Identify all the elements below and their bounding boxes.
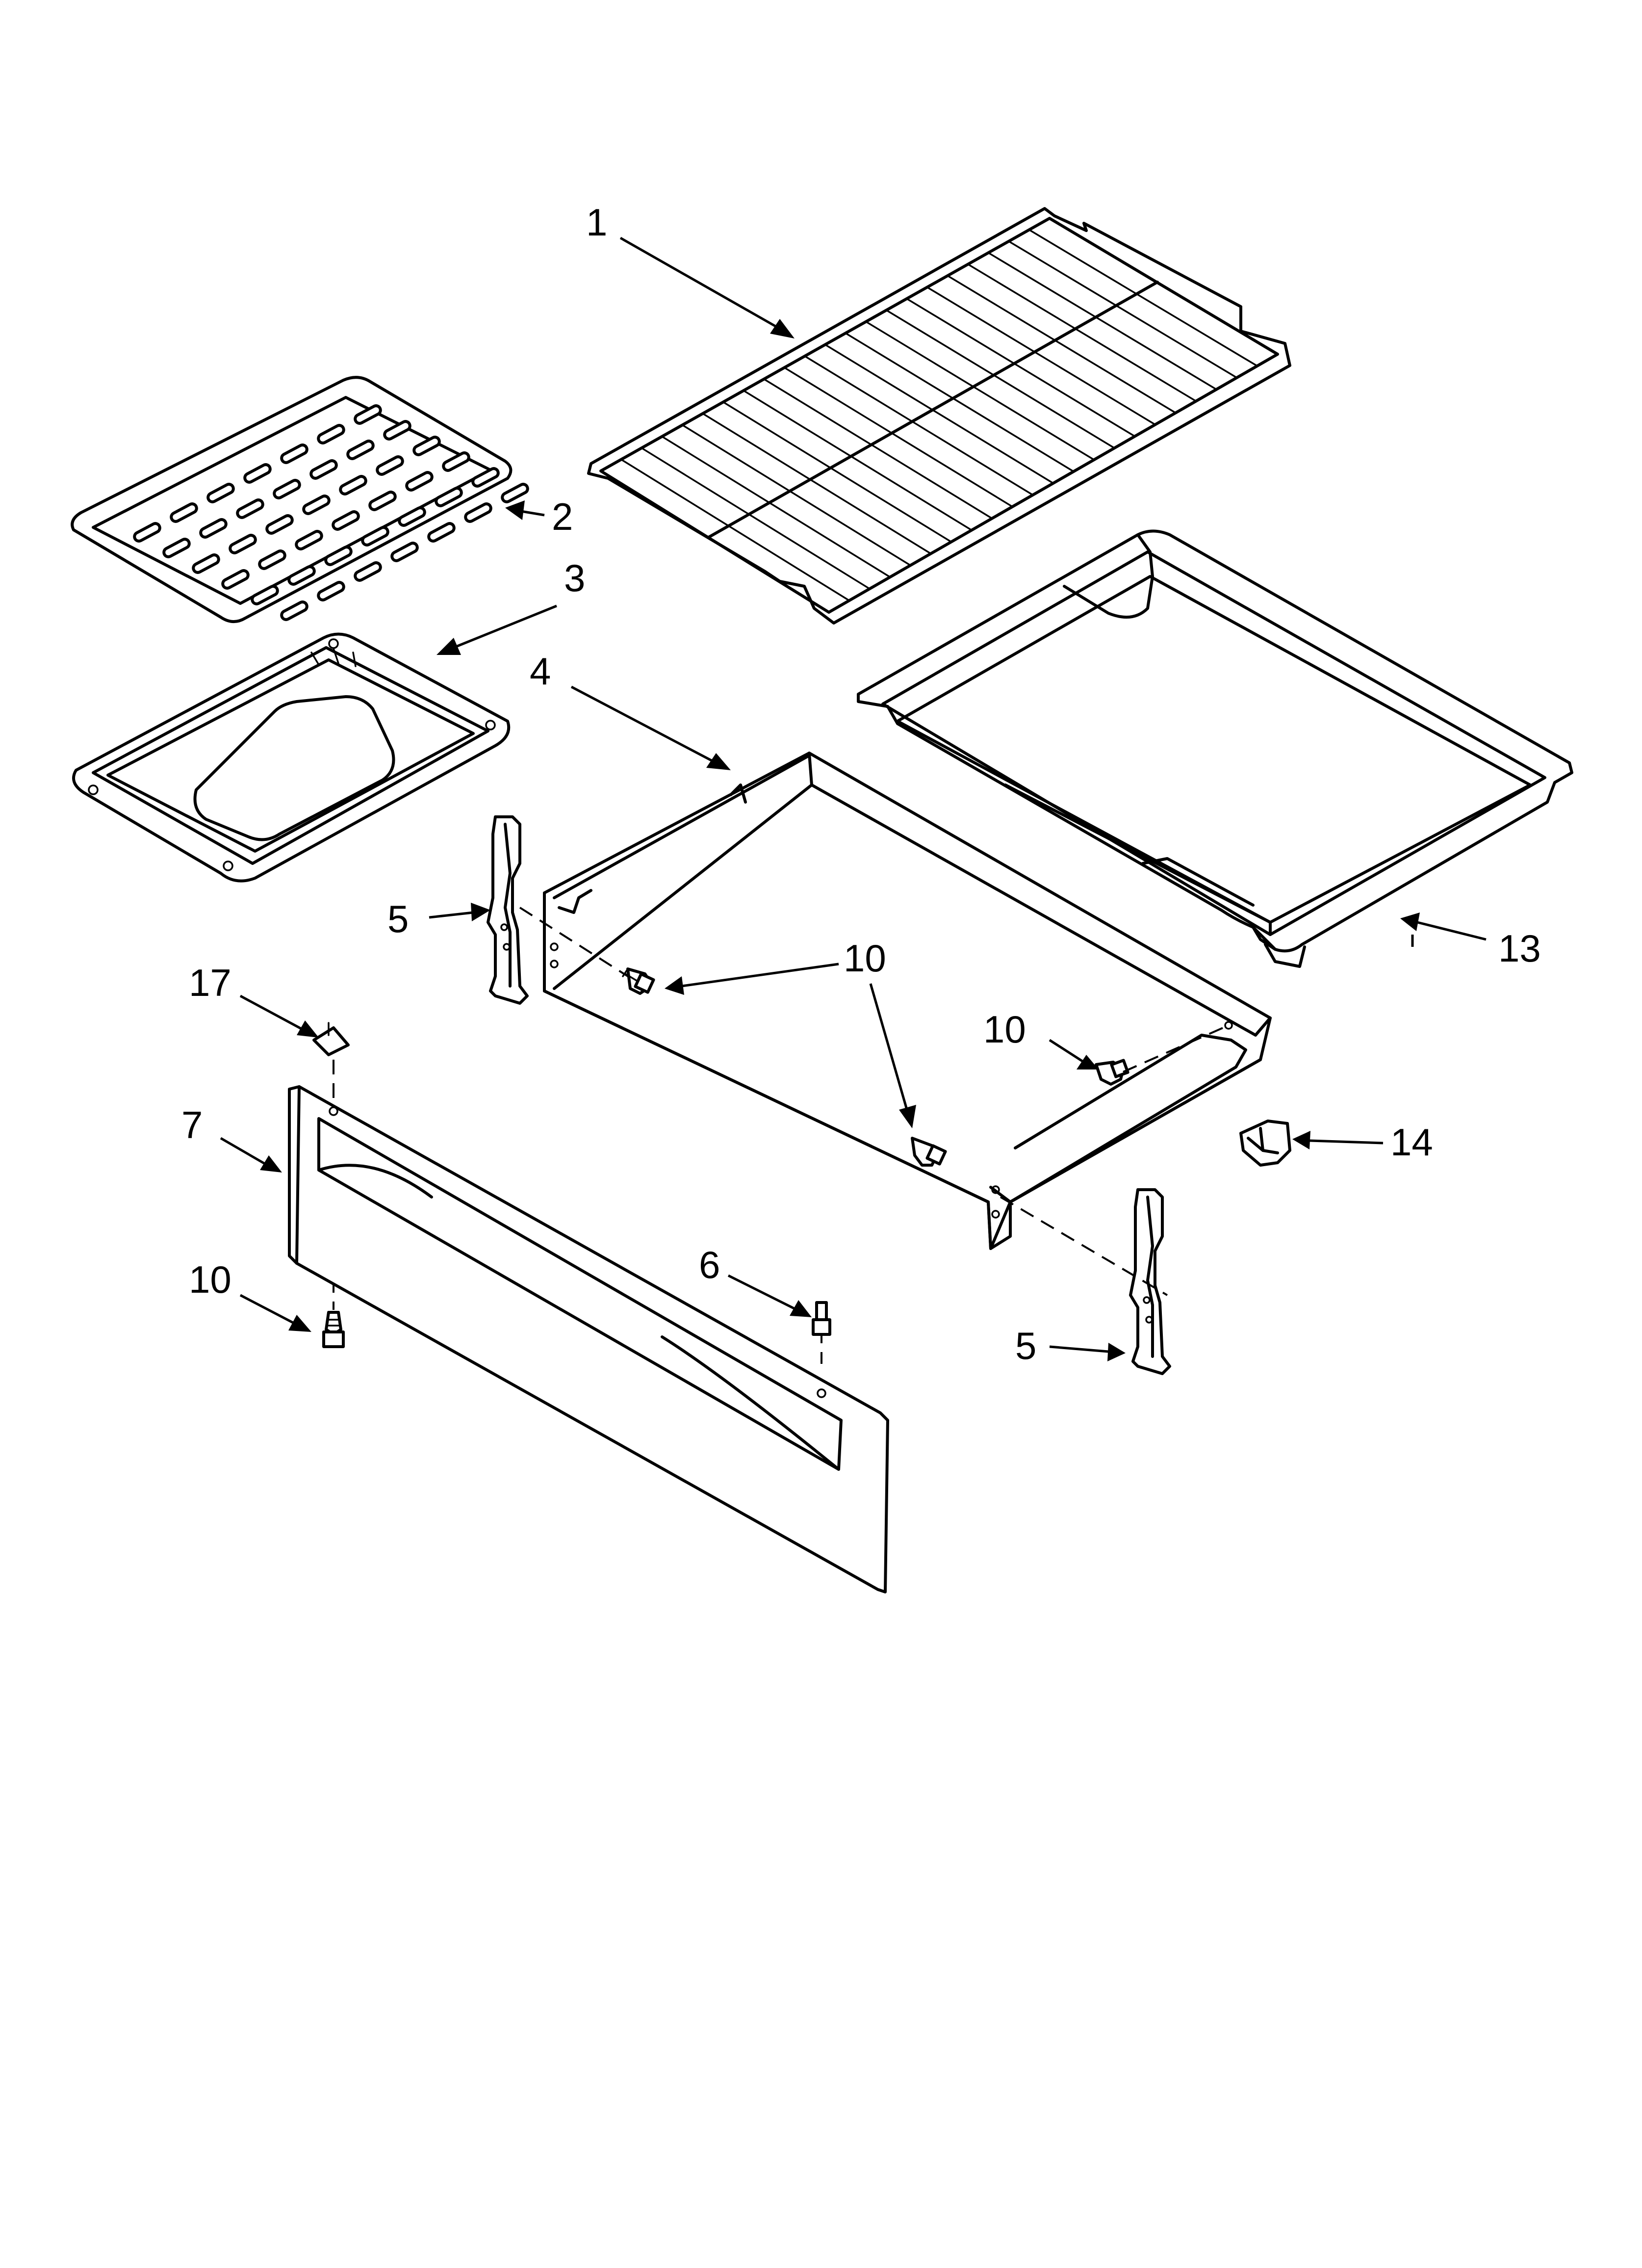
grid-slot	[383, 420, 411, 441]
grid-slot	[405, 471, 434, 492]
grid-slot	[302, 495, 331, 515]
grid-slot	[346, 440, 375, 460]
grid-slot	[229, 534, 257, 554]
grid-slot	[442, 451, 470, 472]
drawer-pan	[857, 529, 1573, 968]
rack-wire	[722, 401, 952, 543]
callout-10-bottom: 10	[189, 1258, 231, 1301]
assembly-line-left	[519, 907, 629, 977]
grid-slot	[435, 487, 463, 507]
grid-slot	[192, 553, 220, 574]
grid-slot	[464, 502, 492, 523]
screw-b	[911, 1137, 947, 1167]
rack-wire	[661, 436, 891, 578]
grid-slot	[390, 542, 419, 562]
callout-4: 4	[530, 650, 551, 693]
grid-slot	[376, 455, 404, 476]
rack-wire	[1008, 240, 1238, 379]
grid-slot	[265, 514, 294, 535]
drawer-front-panel	[288, 1085, 889, 1593]
grid-slot	[398, 506, 426, 527]
grid-slot	[280, 443, 308, 464]
rack-wire	[865, 320, 1095, 461]
grid-slot	[309, 459, 338, 480]
callout-14: 14	[1390, 1121, 1433, 1164]
drawer-slide-left	[487, 815, 529, 1005]
leader-lines	[220, 236, 1487, 1361]
grid-slot	[317, 581, 345, 601]
grid-slot	[317, 424, 345, 444]
grid-slot	[170, 502, 198, 523]
callout-5-left: 5	[387, 897, 409, 940]
rack-wire	[906, 298, 1136, 438]
rack-wire	[620, 458, 850, 601]
rack-wire	[783, 366, 1014, 508]
grid-slot	[324, 546, 353, 566]
callout-6: 6	[699, 1243, 720, 1286]
grid-slot	[354, 404, 382, 425]
rack-wire	[1028, 229, 1258, 367]
grid-slot	[236, 498, 264, 519]
grid-slot	[361, 526, 389, 547]
callout-17: 17	[189, 961, 231, 1004]
clip-nut	[312, 1022, 350, 1056]
rack-wire	[947, 275, 1177, 414]
callout-labels: 1 2 3 4 5 5 6 7 10 10 10 13 14 17	[181, 201, 1541, 1367]
rack-wire	[885, 309, 1116, 449]
grid-slot	[133, 522, 161, 543]
grid-slot	[287, 565, 316, 586]
rack-wire	[926, 286, 1156, 426]
rack-wire	[845, 332, 1075, 472]
rack-wire	[987, 252, 1217, 391]
oven-rack	[587, 207, 1291, 625]
drawer-slide-right	[1129, 1188, 1171, 1375]
rack-wire	[702, 413, 932, 555]
grid-slot	[243, 463, 272, 484]
rack-wire	[763, 378, 993, 520]
rack-wire	[967, 263, 1197, 402]
grid-slot	[258, 549, 286, 570]
callout-7: 7	[181, 1103, 203, 1147]
grid-slot	[251, 585, 279, 605]
rack-wires	[620, 229, 1258, 601]
rack-wire	[641, 447, 871, 590]
grid-slot	[427, 522, 456, 543]
stop-pin	[812, 1301, 831, 1336]
screw-d	[322, 1311, 345, 1348]
grid-slot	[162, 538, 191, 558]
grid-slot	[501, 483, 529, 503]
grid-slot	[368, 491, 397, 511]
grid-slot	[273, 479, 301, 499]
assembly-line-right	[1000, 1196, 1168, 1296]
rack-wire	[804, 355, 1034, 496]
callout-1: 1	[586, 201, 607, 244]
callout-13: 13	[1498, 927, 1541, 970]
rack-wire	[824, 343, 1054, 484]
broiler-grid	[71, 376, 529, 623]
rack-wire	[743, 390, 973, 531]
assembly-line-back	[1123, 1024, 1229, 1073]
grid-slot	[206, 483, 235, 503]
grid-slot	[332, 510, 360, 531]
callout-5-right: 5	[1015, 1324, 1036, 1367]
grid-slot	[339, 475, 367, 495]
grid-slot	[354, 561, 382, 582]
grid-slot	[412, 436, 441, 456]
grid-slots	[133, 404, 529, 621]
grid-slot	[221, 569, 250, 590]
broiler-pan	[72, 632, 511, 883]
rack-wire	[681, 424, 912, 567]
grid-slot	[280, 600, 308, 621]
grid-slot	[199, 518, 228, 539]
drawer-clip	[1239, 1120, 1291, 1167]
callout-10-right: 10	[983, 1008, 1026, 1051]
grid-slot	[471, 467, 500, 488]
callout-3: 3	[564, 556, 585, 600]
grid-slot	[295, 530, 323, 550]
callout-10-center: 10	[844, 937, 886, 980]
callout-2: 2	[552, 495, 573, 538]
